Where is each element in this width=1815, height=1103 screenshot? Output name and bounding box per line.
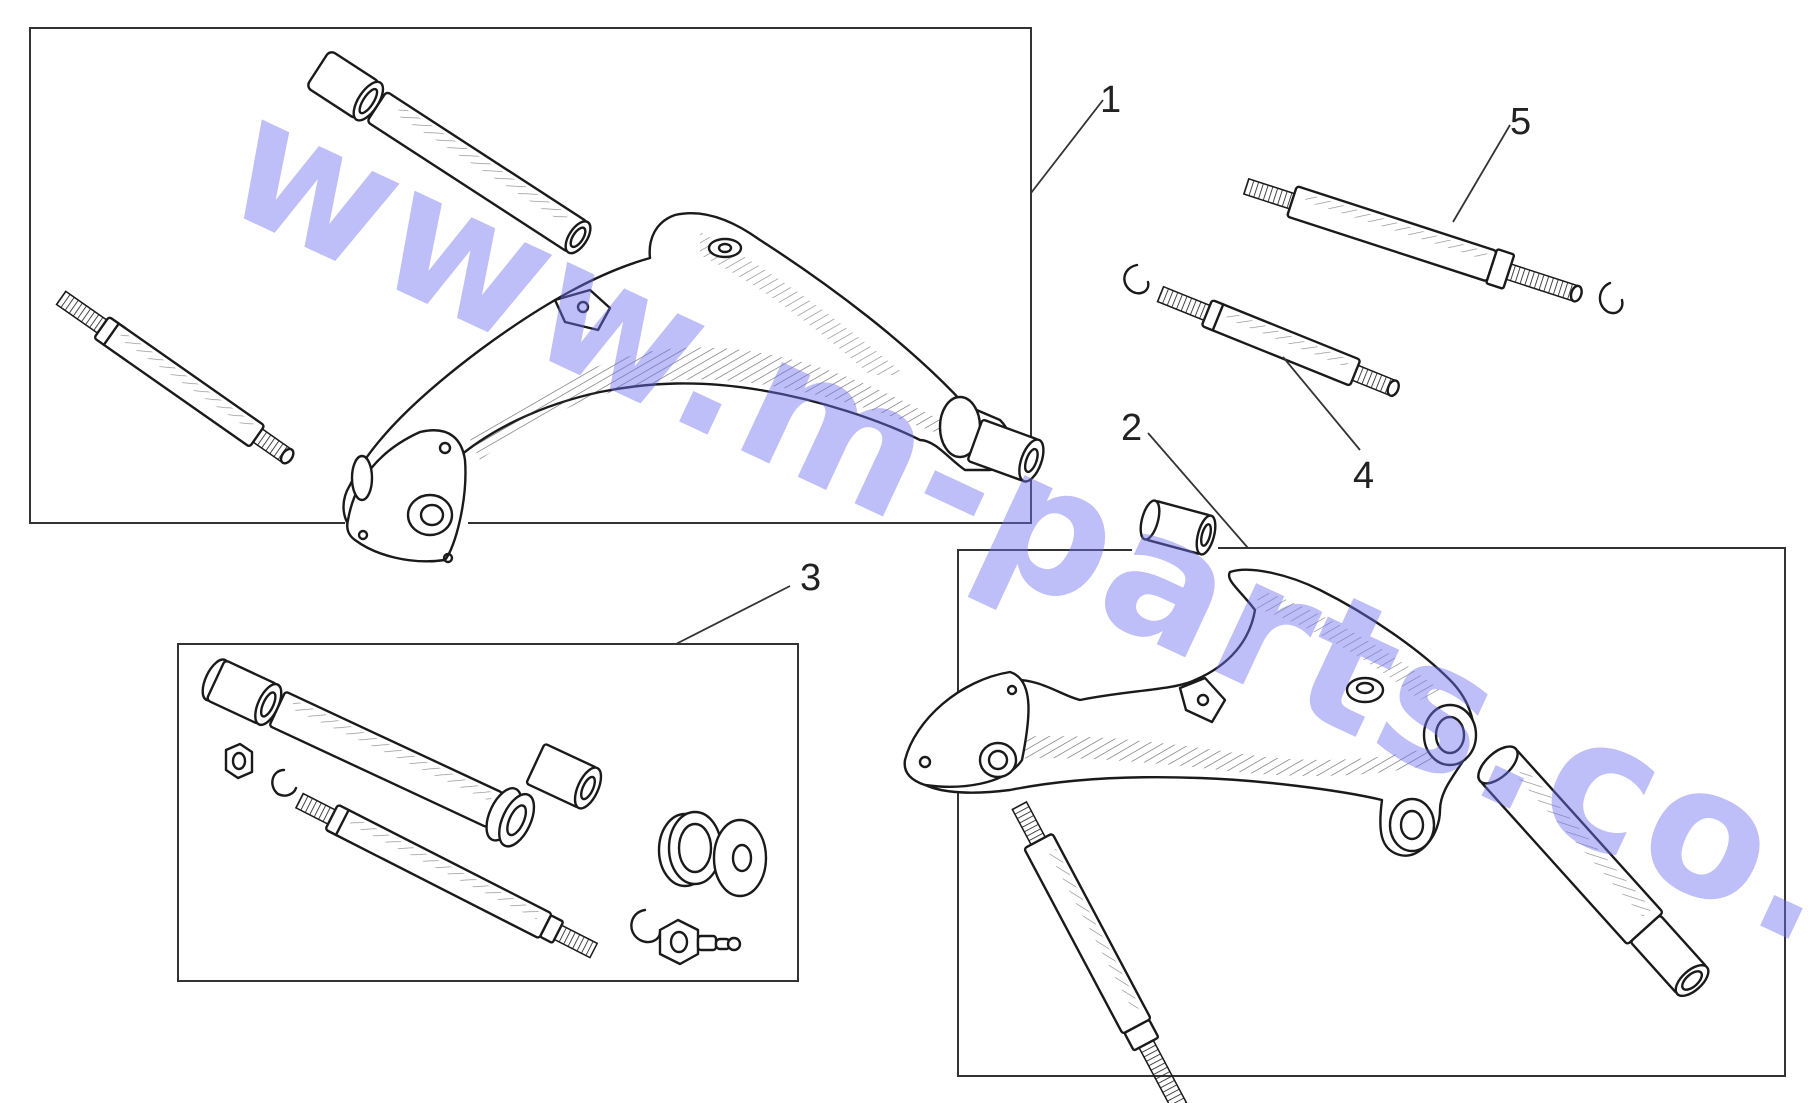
callout-3: 3 [800, 557, 821, 599]
kit-thrust-ring [657, 810, 723, 888]
assembly-box-2 [903, 499, 1786, 1103]
threaded-pin-part [55, 290, 295, 465]
bush-sleeve-part [307, 51, 592, 255]
callout-4: 4 [1353, 455, 1374, 497]
wishbone-arm-2 [903, 568, 1478, 857]
threaded-shaft-part [1011, 800, 1192, 1103]
kit-nut-grease-nipple [658, 918, 742, 966]
wishbone-arm-1 [342, 211, 1045, 564]
leader-line-3 [675, 585, 791, 645]
circlip-right [1598, 281, 1624, 315]
sleeve-tube-part [1477, 745, 1710, 998]
kit-circlip-left [271, 768, 298, 797]
leader-line-1 [1030, 99, 1104, 194]
watermark-text: www.m-parts.co.uk [197, 55, 1815, 1093]
leader-line-5 [1452, 124, 1511, 223]
callout-5: 5 [1510, 101, 1531, 143]
assembly-box-3 [177, 643, 799, 982]
kit-nut-left [224, 742, 254, 780]
leader-line-4 [1282, 356, 1361, 451]
callout-2: 2 [1121, 407, 1142, 449]
small-bush-part [1139, 499, 1217, 556]
part-4-threaded-pin [1156, 285, 1400, 398]
leader-line-2 [1147, 432, 1249, 549]
kit-washer [712, 818, 768, 898]
kit-short-bush [525, 743, 603, 810]
part-5-threaded-sleeve [1242, 177, 1583, 303]
assembly-box-1 [29, 27, 1045, 564]
kit-sleeve-tube [201, 658, 536, 848]
kit-circlip-right [630, 908, 662, 944]
kit-threaded-pin [294, 792, 599, 959]
callout-1: 1 [1100, 79, 1121, 121]
circlip-left [1123, 263, 1150, 295]
